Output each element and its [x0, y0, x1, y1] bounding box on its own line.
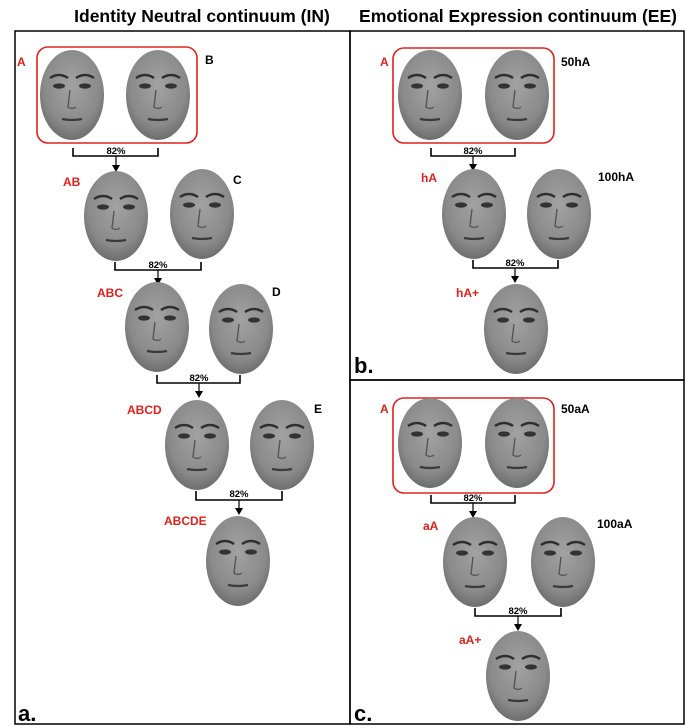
face-image [204, 514, 272, 608]
panel-label-c: c. [354, 701, 372, 726]
face-label-100ha: 100hA [598, 170, 634, 184]
face-label-100aa: 100aA [597, 517, 633, 531]
percent-label: 82% [463, 146, 483, 157]
face-label-abc: ABC [97, 286, 123, 300]
face-image [483, 48, 551, 142]
face-label-b: B [205, 53, 214, 67]
face-image [168, 167, 236, 261]
percent-label: 82% [148, 260, 168, 271]
panel-b: A 50hA 82% hA 100hA 82% hA+ b. [354, 47, 634, 378]
highlight-box [392, 397, 555, 494]
left-title: Identity Neutral continuum (IN) [74, 6, 330, 26]
face-label-aa: aA [423, 519, 439, 533]
face-label-ab: AB [63, 175, 81, 189]
face-label-e: E [314, 402, 322, 416]
face-image [123, 280, 191, 374]
face-image [483, 396, 551, 490]
face-image [529, 515, 597, 609]
face-image [38, 48, 106, 142]
percent-label: 82% [229, 489, 249, 500]
face-label-a: A [380, 55, 389, 69]
face-image [441, 515, 509, 609]
percent-label: 82% [189, 373, 209, 384]
face-label-ha: hA [421, 171, 437, 185]
face-label-abcd: ABCD [127, 403, 162, 417]
face-image [482, 282, 550, 376]
face-image [163, 398, 231, 492]
face-image [396, 48, 464, 142]
face-label-a: A [17, 55, 26, 69]
face-label-d: D [272, 285, 281, 299]
face-image [484, 629, 552, 723]
percent-label: 82% [505, 258, 525, 269]
panel-c-frame [349, 379, 685, 725]
face-label-abcde: ABCDE [164, 514, 207, 528]
face-image [440, 167, 508, 261]
percent-label: 82% [106, 146, 126, 157]
panel-a: A B 82% AB C 82% ABC D 82% ABCD E 82% [17, 46, 322, 726]
face-label-50aa: 50aA [561, 402, 590, 416]
face-image [525, 167, 593, 261]
face-label-a: A [380, 402, 389, 416]
face-image [248, 398, 316, 492]
face-image [124, 48, 192, 142]
face-label-c: C [233, 173, 242, 187]
face-image [82, 169, 150, 263]
face-image [396, 396, 464, 490]
face-image [207, 282, 275, 376]
percent-label: 82% [463, 493, 483, 504]
panel-c: A 50aA 82% aA 100aA 82% aA+ c. [354, 396, 633, 726]
percent-label: 82% [508, 606, 528, 617]
highlight-box [36, 46, 198, 144]
panel-label-a: a. [18, 701, 36, 726]
right-title: Emotional Expression continuum (EE) [359, 6, 677, 26]
highlight-box [392, 47, 555, 144]
face-label-50ha: 50hA [561, 55, 591, 69]
face-label-aa-plus: aA+ [459, 633, 481, 647]
face-label-ha-plus: hA+ [456, 286, 479, 300]
panel-label-b: b. [354, 353, 374, 378]
